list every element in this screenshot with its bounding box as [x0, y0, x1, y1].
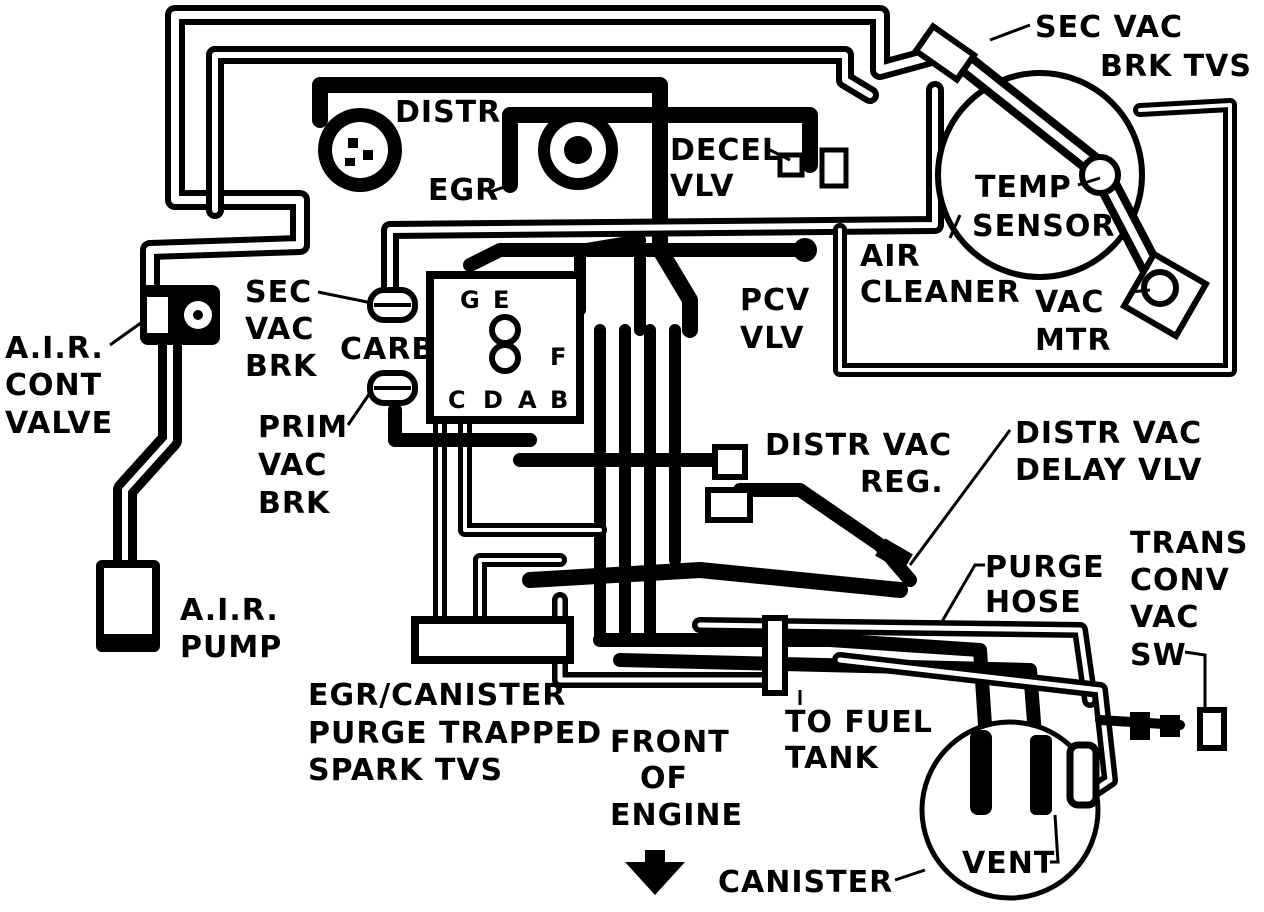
- label-egr-canister-tvs-2: PURGE TRAPPED: [308, 716, 602, 751]
- tvs-hose-3: [473, 553, 567, 627]
- front-arrow-icon: [625, 862, 685, 895]
- egr-hose: [502, 107, 818, 193]
- egr-valve: [538, 110, 618, 190]
- label-carb: CARB: [340, 332, 435, 367]
- label-purge-hose-1: PURGE: [985, 550, 1105, 585]
- label-vac-mtr-2: MTR: [1035, 323, 1111, 358]
- label-trans-conv-vac-sw-3: VAC: [1130, 600, 1199, 635]
- delay-valve-hose: [522, 562, 908, 598]
- label-trans-conv-vac-sw-1: TRANS: [1130, 526, 1249, 561]
- label-front-of-engine-3: ENGINE: [610, 798, 743, 833]
- label-air-cont-valve-1: A.I.R.: [5, 331, 104, 366]
- egr-canister-tvs: [411, 616, 574, 664]
- label-temp-sensor-1: TEMP: [975, 170, 1072, 205]
- distributor: [318, 108, 402, 192]
- label-sec-vac-brk-2: VAC: [245, 312, 314, 347]
- label-air-cont-valve-3: VALVE: [5, 406, 113, 441]
- label-distr-vac-delay-vlv-1: DISTR VAC: [1015, 416, 1202, 451]
- leader-lines: [109, 23, 1207, 882]
- label-canister: CANISTER: [718, 865, 893, 900]
- label-vac-mtr-1: VAC: [1035, 285, 1104, 320]
- label-purge-hose-2: HOSE: [985, 585, 1082, 620]
- label-distr: DISTR: [395, 95, 501, 130]
- prim-vac-hose: [388, 403, 537, 447]
- label-sec-vac-brk-tvs-2: BRK TVS: [1100, 49, 1252, 84]
- air-cleaner: [935, 43, 1211, 341]
- label-temp-sensor-2: SENSOR: [972, 209, 1115, 244]
- label-pcv-vlv-1: PCV: [740, 283, 810, 318]
- label-sec-vac-brk-3: BRK: [245, 349, 318, 384]
- label-distr-vac-delay-vlv-2: DELAY VLV: [1015, 453, 1202, 488]
- label-front-of-engine-2: OF: [640, 761, 688, 796]
- label-prim-vac-brk-2: VAC: [258, 448, 327, 483]
- carb-port-d: D: [483, 386, 503, 414]
- decel-valve: [777, 147, 849, 189]
- prim-vac-brk-fitting: [367, 370, 418, 406]
- label-air-cleaner-2: CLEANER: [860, 275, 1021, 310]
- label-front-of-engine-1: FRONT: [610, 725, 730, 760]
- label-air-pump-2: PUMP: [180, 630, 282, 665]
- lower-hose-fitting: [762, 615, 788, 696]
- air-control-valve: [140, 285, 220, 345]
- label-prim-vac-brk-1: PRIM: [258, 410, 348, 445]
- label-to-fuel-tank-2: TANK: [785, 741, 879, 776]
- label-pcv-vlv-2: VLV: [740, 321, 804, 356]
- sec-vac-brk-tvs: [911, 22, 979, 84]
- carburetor: [426, 271, 584, 424]
- label-decel-vlv-1: DECEL: [670, 133, 782, 168]
- canister: [919, 719, 1101, 901]
- air-pump-hose: [113, 333, 182, 577]
- label-sec-vac-brk-tvs-1: SEC VAC: [1035, 10, 1183, 45]
- label-sec-vac-brk-1: SEC: [245, 275, 312, 310]
- carb-port-g: G: [460, 286, 480, 314]
- label-egr-canister-tvs-1: EGR/CANISTER: [308, 678, 566, 713]
- air-pump: [96, 560, 160, 652]
- label-egr-canister-tvs-3: SPARK TVS: [308, 753, 503, 788]
- carb-port-e: E: [493, 286, 509, 314]
- label-vent: VENT: [962, 846, 1055, 881]
- label-distr-vac-reg-2: REG.: [860, 465, 944, 500]
- distr-vac-reg: [705, 444, 753, 523]
- carb-port-f: F: [550, 343, 566, 371]
- pcv-hose: [463, 243, 807, 272]
- label-to-fuel-tank-1: TO FUEL: [785, 705, 933, 740]
- label-egr: EGR: [428, 173, 499, 208]
- carb-port-b: B: [550, 386, 568, 414]
- carb-port-c: C: [448, 386, 466, 414]
- label-trans-conv-vac-sw-4: SW: [1130, 638, 1187, 673]
- carb-port-a: A: [518, 386, 537, 414]
- label-air-cont-valve-2: CONT: [5, 368, 102, 403]
- label-decel-vlv-2: VLV: [670, 169, 734, 204]
- distributor-hose: [312, 77, 698, 338]
- distr-vac-delay-valve: [875, 538, 913, 572]
- trans-conv-vac-switch: [1130, 707, 1227, 751]
- label-distr-vac-reg-1: DISTR VAC: [765, 428, 952, 463]
- label-air-cleaner-1: AIR: [860, 239, 920, 274]
- label-air-pump-1: A.I.R.: [180, 593, 279, 628]
- pcv-valve: [793, 238, 817, 262]
- sec-vac-brk-fitting: [367, 287, 418, 323]
- label-prim-vac-brk-3: BRK: [258, 486, 331, 521]
- label-trans-conv-vac-sw-2: CONV: [1130, 563, 1230, 598]
- labels: SEC VAC BRK TVS DISTR DECEL VLV EGR TEMP…: [5, 10, 1252, 900]
